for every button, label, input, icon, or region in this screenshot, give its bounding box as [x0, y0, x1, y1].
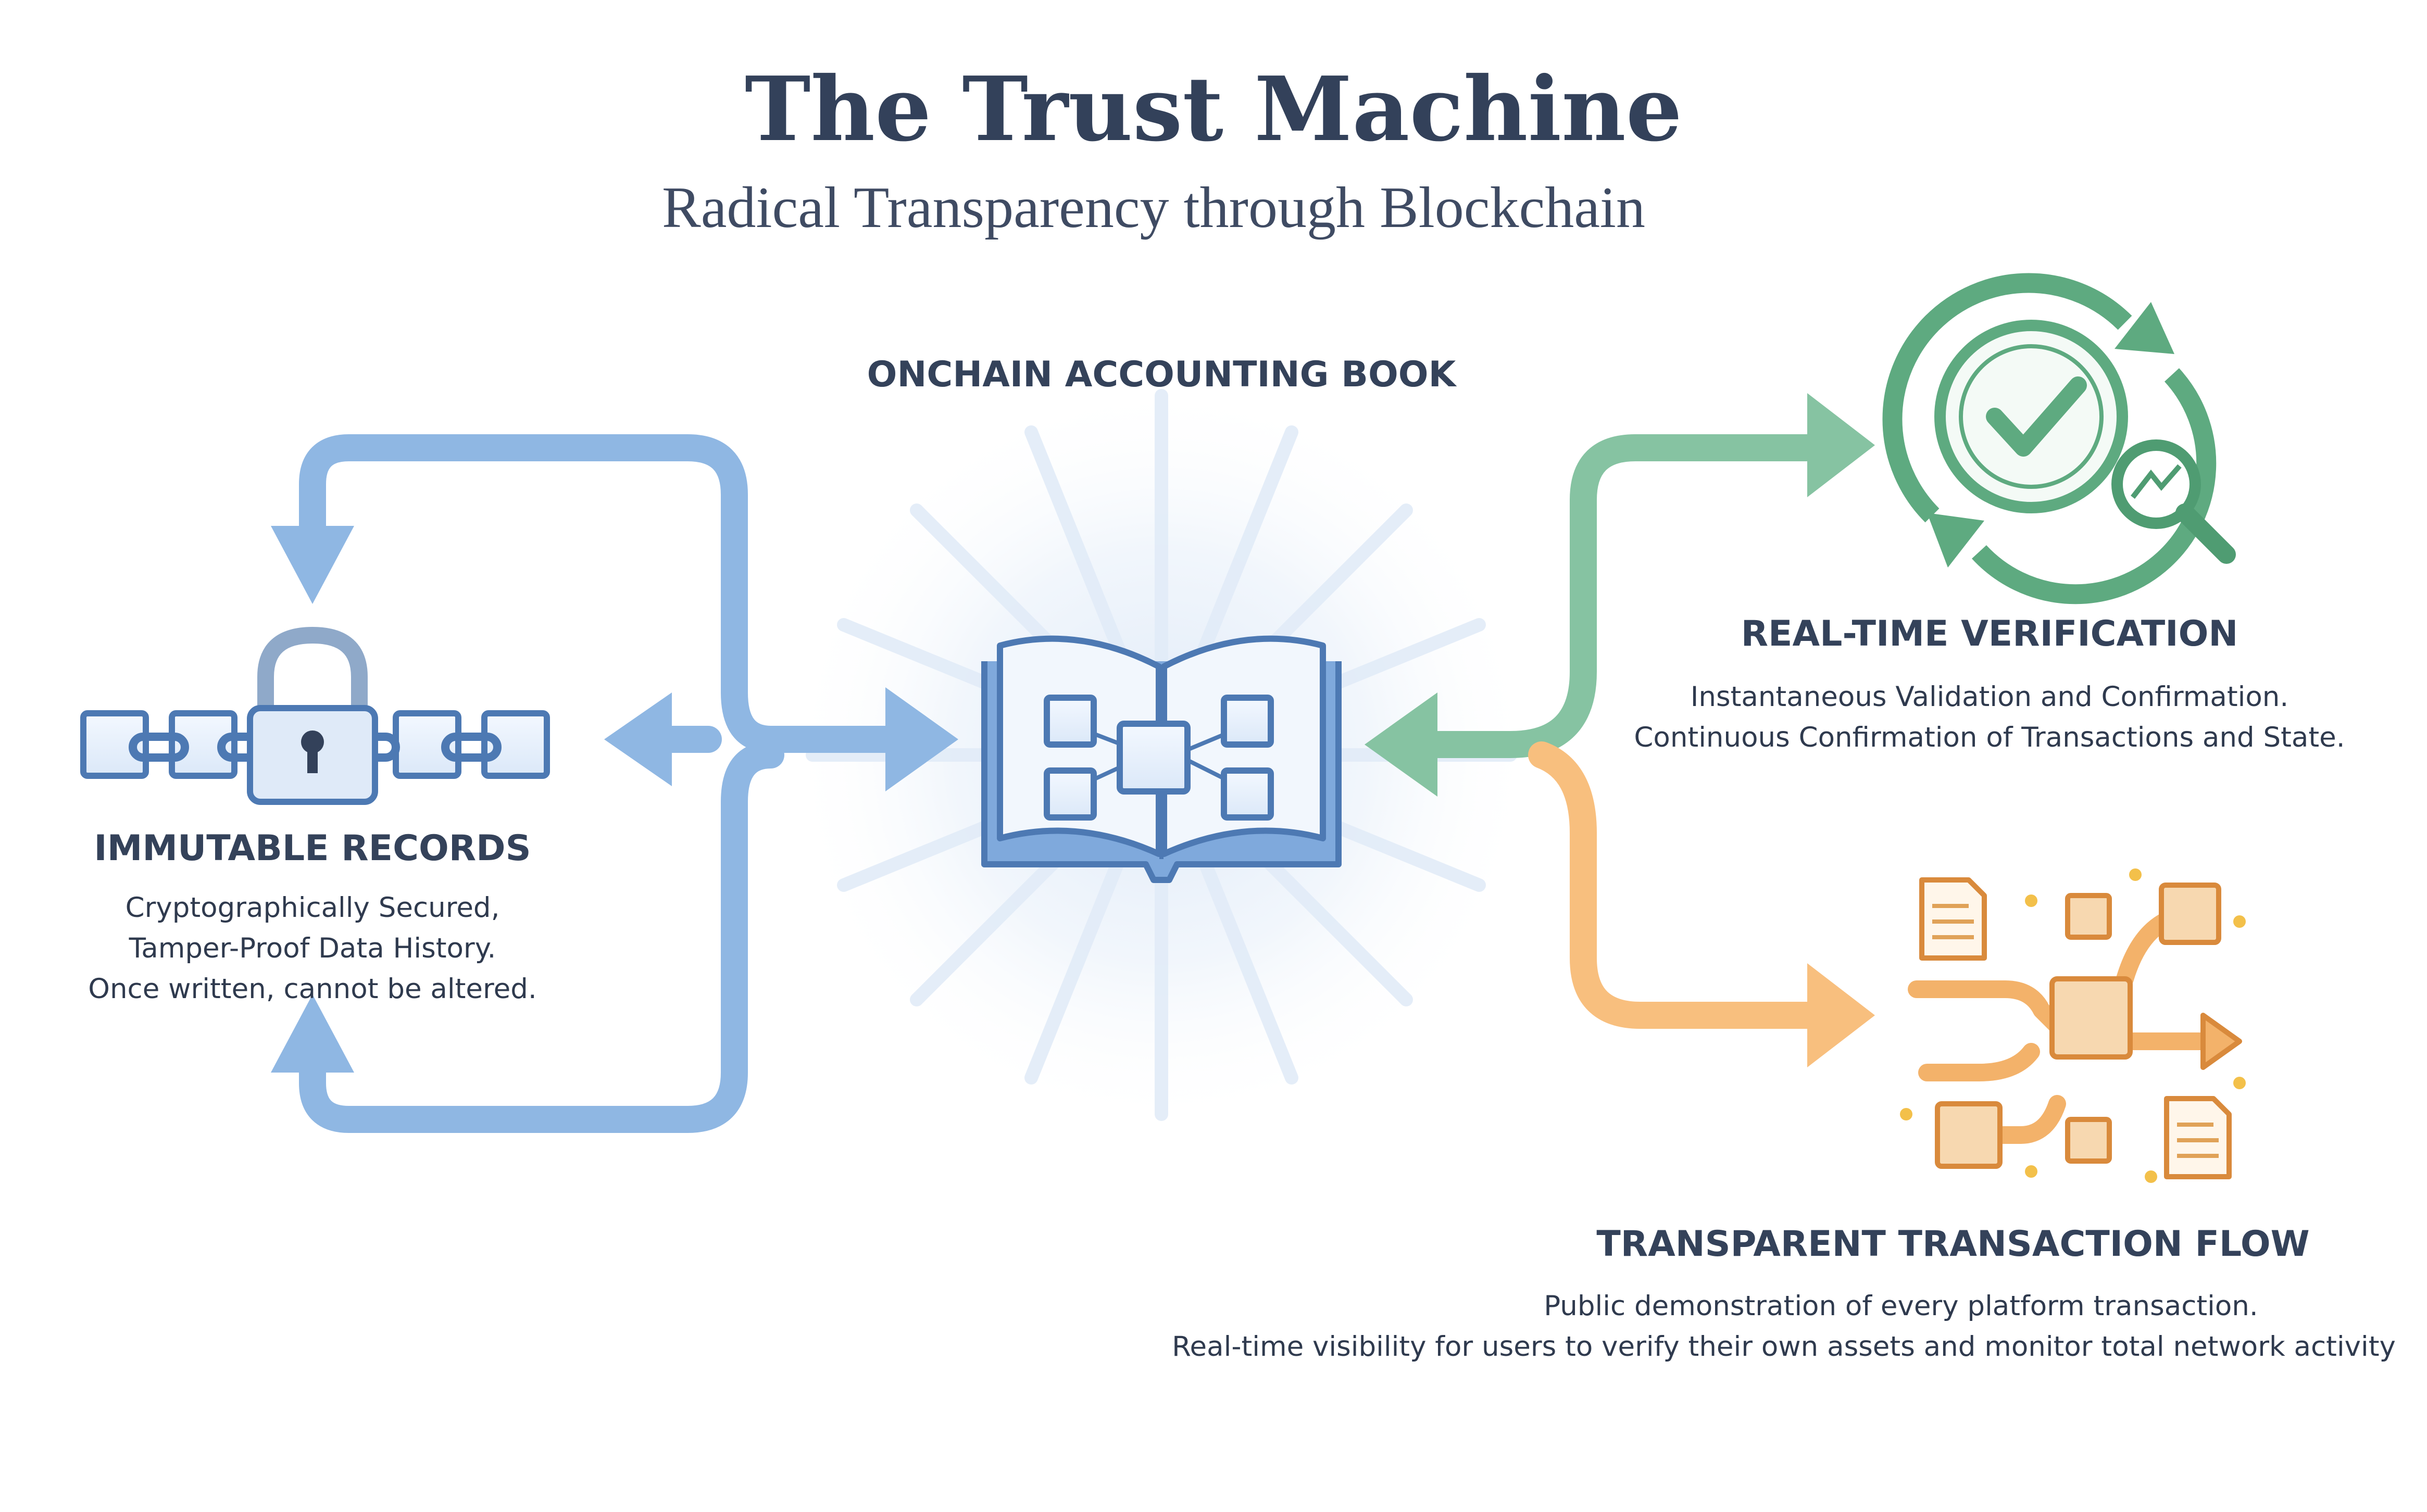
- flow-heading: TRANSPARENT TRANSACTION FLOW: [1596, 1224, 2310, 1265]
- immutable-line-1: Cryptographically Secured,: [125, 892, 500, 924]
- orange-arrowheads: [1807, 963, 1875, 1067]
- immutable-heading: IMMUTABLE RECORDS: [94, 828, 531, 869]
- page-title: The Trust Machine: [745, 57, 1682, 161]
- center-label: ONCHAIN ACCOUNTING BOOK: [867, 354, 1456, 395]
- transaction-network-icon: [1900, 868, 2246, 1183]
- ledger-book-icon: [981, 635, 1342, 883]
- verification-heading: REAL-TIME VERIFICATION: [1741, 613, 2238, 654]
- immutable-line-3: Once written, cannot be altered.: [88, 973, 537, 1005]
- orange-connector: [1528, 741, 1826, 1029]
- verification-line-1: Instantaneous Validation and Confirmatio…: [1690, 681, 2289, 713]
- verification-line-2: Continuous Confirmation of Transactions …: [1634, 722, 2345, 753]
- flow-line-1: Public demonstration of every platform t…: [1544, 1290, 2258, 1322]
- clock-check-icon: [1882, 273, 2236, 604]
- blue-arrowheads: [271, 526, 958, 1073]
- flow-line-2: Real-time visibility for users to verify…: [1172, 1331, 2396, 1363]
- padlock-chain-icon: [80, 627, 550, 805]
- green-connector: [1419, 434, 1826, 758]
- green-arrowheads: [1365, 393, 1875, 797]
- page-subtitle: Radical Transparency through Blockchain: [661, 175, 1646, 240]
- immutable-line-2: Tamper-Proof Data History.: [129, 933, 496, 964]
